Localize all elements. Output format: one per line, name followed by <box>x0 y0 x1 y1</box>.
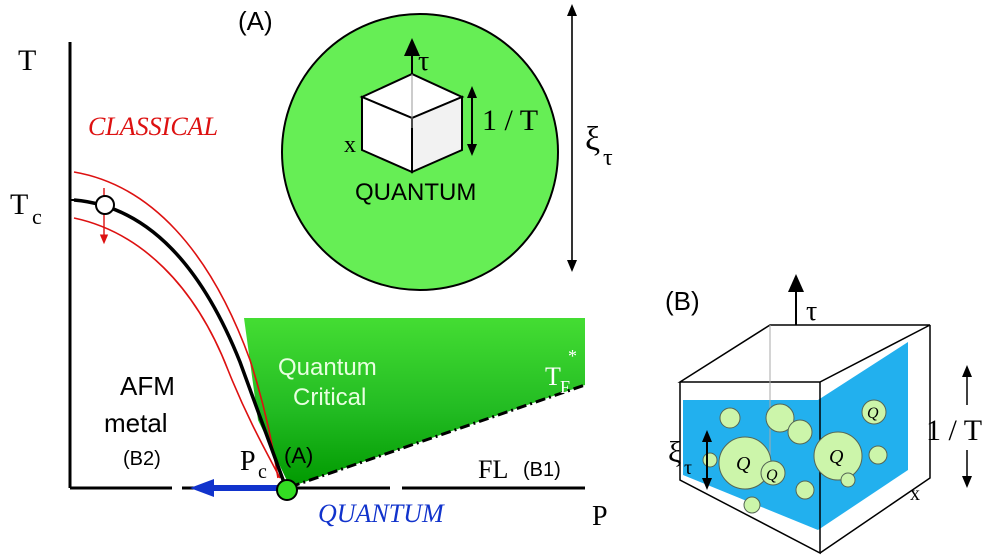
panel-b: (B) Q Q Q Q <box>665 274 982 555</box>
panel-b-correlation-arrow-down <box>702 478 712 490</box>
pressure-axis-label: P <box>592 501 608 532</box>
droplet-label: Q <box>766 467 778 484</box>
temperature-axis-label: T <box>18 44 36 77</box>
x-axis-label: x <box>344 132 356 158</box>
tc-subscript: c <box>32 204 42 229</box>
inverse-temp-arrow-up <box>467 86 477 98</box>
droplet <box>765 403 795 433</box>
droplet <box>760 460 786 486</box>
fermi-liquid-tag: (B1) <box>523 459 561 481</box>
crossover-line <box>289 383 586 489</box>
metal-label: metal <box>104 408 168 438</box>
crossover-subscript: F <box>560 377 570 397</box>
afm-region-tag: (B2) <box>123 448 161 470</box>
inverse-temp-label: 1 / T <box>482 104 538 137</box>
crossover-label: T <box>545 362 561 391</box>
pc-label: P <box>240 446 256 477</box>
droplet <box>702 452 718 468</box>
classical-boundary-upper <box>73 171 279 479</box>
droplet <box>743 496 761 514</box>
panel-b-label: (B) <box>665 286 700 316</box>
panel-b-inverse-temp-label: 1 / T <box>926 414 982 447</box>
droplet <box>795 480 815 500</box>
droplet-label: Q <box>829 446 844 468</box>
quantum-critical-point <box>276 479 298 501</box>
quantum-critical-region <box>244 318 585 487</box>
tau-axis-label: τ <box>418 46 429 77</box>
panel-b-tau-label: τ <box>806 296 817 327</box>
droplet <box>861 399 887 425</box>
pc-subscript: c <box>258 461 267 483</box>
classical-critical-point <box>95 195 115 215</box>
slab-side <box>818 342 908 530</box>
correlation-time-arrow-up <box>567 4 577 16</box>
cube-side <box>411 95 463 174</box>
classical-boundary-lower <box>73 217 281 479</box>
droplets <box>702 399 888 514</box>
panel-b-correlation-label: ξ <box>668 436 681 469</box>
droplet <box>868 445 888 465</box>
droplet-labels: Q Q Q Q <box>736 405 879 484</box>
panel-b-correlation-arrow-up <box>702 430 712 442</box>
panel-b-inverse-temp-arrow-down <box>962 476 972 488</box>
droplet <box>787 419 813 445</box>
panel-b-correlation-subscript: τ <box>684 457 692 479</box>
fermi-liquid-label: FL <box>478 455 508 484</box>
droplet-label: Q <box>867 405 879 422</box>
box-side-edges <box>819 325 931 554</box>
afm-label: AFM <box>120 371 175 401</box>
panel-a-label: (A) <box>238 6 273 36</box>
droplet <box>840 472 856 488</box>
quantum-critical-label-1: Quantum <box>278 354 377 381</box>
quantum-arrow-head <box>190 479 214 497</box>
classical-label: CLASSICAL <box>88 112 218 141</box>
quantum-regime-label: QUANTUM <box>318 499 445 528</box>
panel-b-x-label: x <box>910 483 920 505</box>
droplet-label: Q <box>736 453 751 475</box>
tc-label: T <box>10 188 28 221</box>
correlation-time-arrow-down <box>567 260 577 272</box>
droplet <box>719 407 741 429</box>
phase-boundary <box>73 198 288 489</box>
panel-b-inverse-temp-arrow-up <box>962 365 972 377</box>
crossover-superscript: * <box>568 346 577 366</box>
inverse-temp-arrow-down <box>467 144 477 156</box>
phase-diagram: T P T c CLASSICAL QUANTUM AFM metal (B2)… <box>10 42 608 532</box>
droplet <box>813 431 863 481</box>
spacetime-cube <box>359 72 465 174</box>
correlation-time-label: ξ <box>585 121 600 158</box>
correlation-time-subscript: τ <box>603 145 613 171</box>
quantum-critical-label-2: Critical <box>293 384 366 411</box>
panel-a: (A) τ x 1 / T QUANTUM ξ τ <box>238 4 613 291</box>
quantum-label: QUANTUM <box>355 179 476 206</box>
critical-point-tag: (A) <box>284 443 313 468</box>
